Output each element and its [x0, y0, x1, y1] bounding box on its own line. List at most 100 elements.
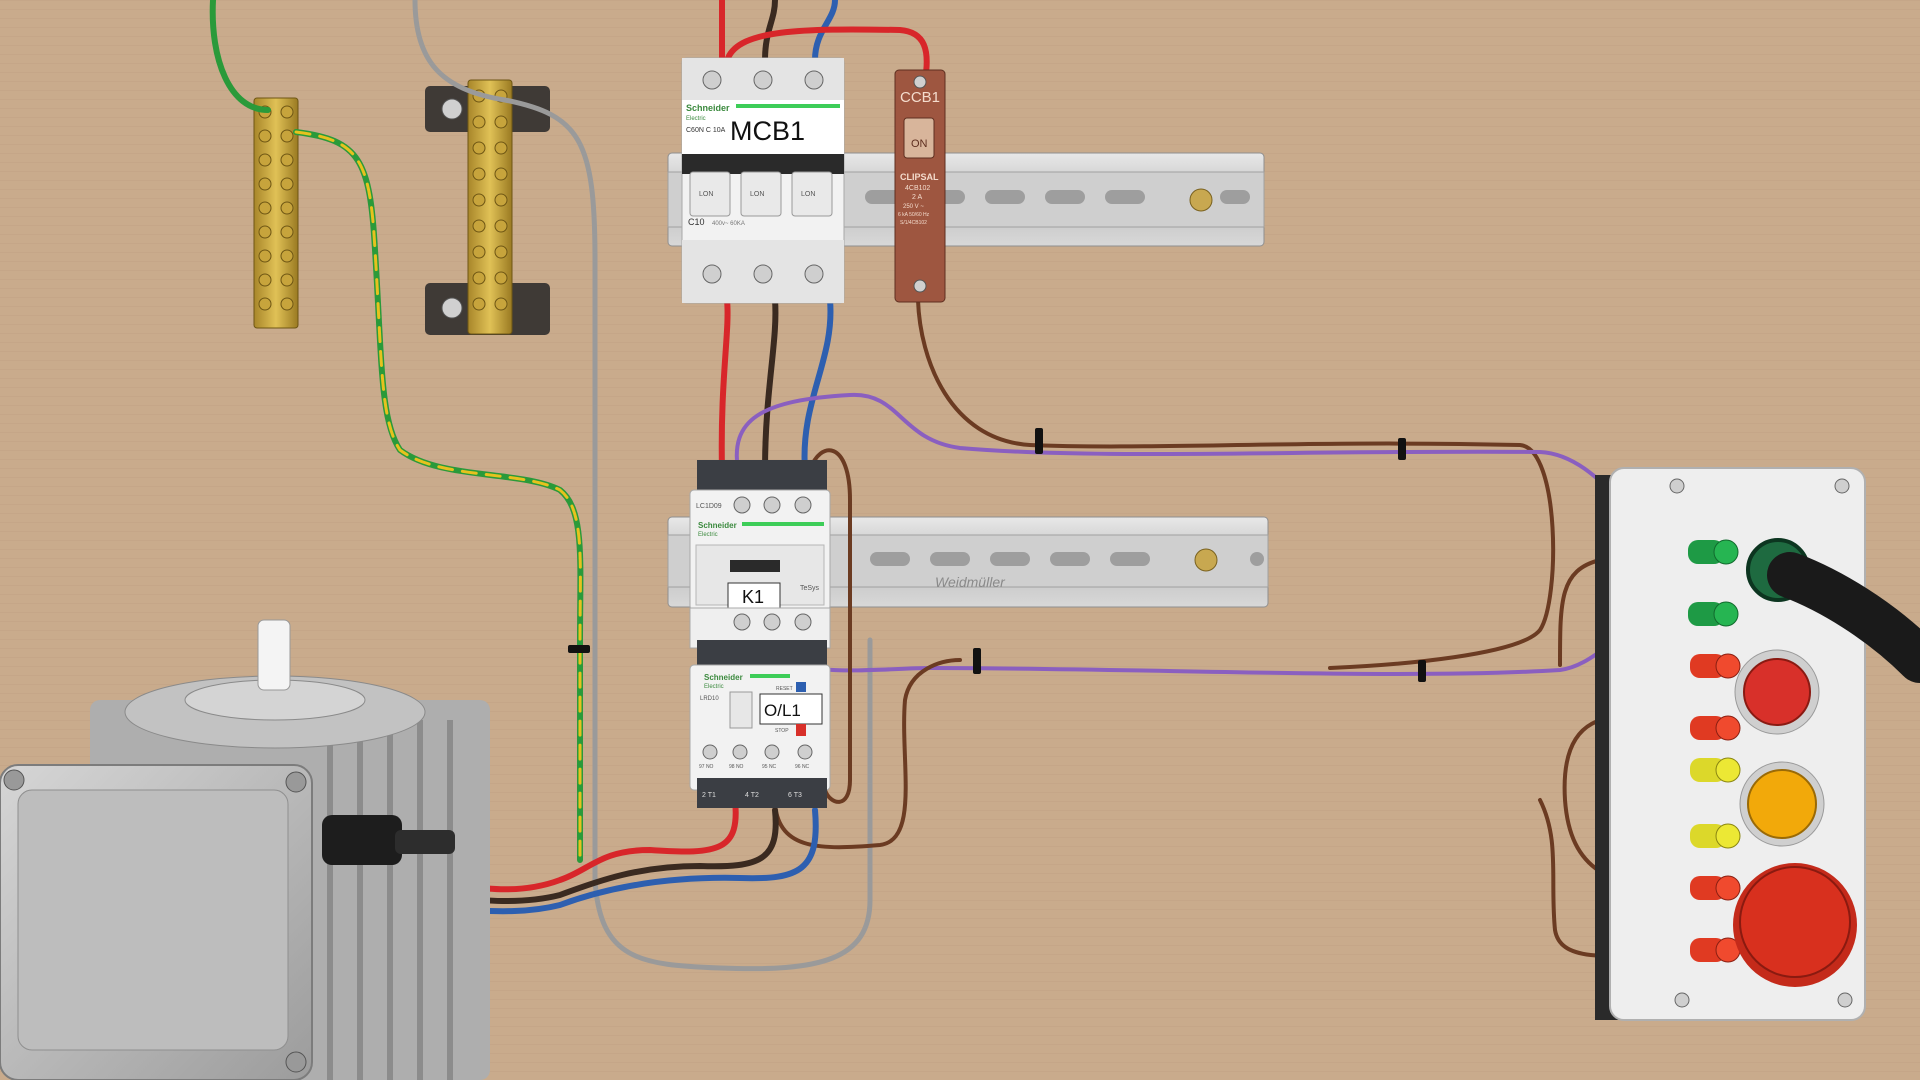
wire-black-mcb-k1 [762, 297, 779, 473]
cable-tie [1035, 428, 1043, 454]
terminal-screw-icon [702, 744, 718, 760]
ccb1-cat: S/1/4CB102 [900, 220, 927, 226]
pushbutton-station [1595, 467, 1920, 1021]
terminal-screw-icon [913, 75, 927, 89]
wire-brown-k1-loop [808, 448, 852, 804]
terminal-screw-icon [733, 496, 751, 514]
din-rail-brand: Weidmüller [935, 574, 1006, 590]
contactor-brand: Schneider [698, 521, 737, 530]
ccb1-label: CCB1 [900, 89, 940, 106]
wire-mcb-to-ccb-red [725, 26, 930, 83]
terminal-screw-icon [797, 744, 813, 760]
banana-terminal-yellow[interactable] [1690, 757, 1741, 783]
mcb1-brand: Schneider [686, 103, 730, 113]
overload-label: O/L1 [764, 701, 801, 720]
wire-motor-red [452, 797, 739, 893]
overload-output: 6 T3 [788, 792, 802, 799]
overload-model: LRD10 [700, 696, 719, 702]
mcb1-bottom-text: 400v~ 60KA [712, 221, 745, 227]
contactor-model: LC1D09 [696, 503, 722, 510]
overload-brand-sub: Electric [704, 684, 724, 690]
neutral-bar [425, 79, 550, 335]
cable-tie [568, 645, 590, 653]
wire-red-mcb-k1 [718, 297, 731, 473]
wire-purple-top [734, 392, 1692, 557]
ccb1-brand: CLIPSAL [900, 172, 939, 182]
overload-stop: STOP [775, 728, 789, 734]
terminal-screw-icon [763, 496, 781, 514]
motor-shaft [257, 619, 291, 691]
overload-aux-terminal: 95 NC [762, 764, 777, 770]
wire-supply-brown [762, 0, 778, 63]
banana-terminal-red[interactable] [1690, 653, 1741, 679]
ccb1-rating: 2 A [912, 194, 922, 201]
mcb1-pole-label: LON [801, 191, 815, 198]
screw-icon [285, 1051, 307, 1073]
terminal-screw-icon [702, 264, 722, 284]
pendant-cable [1767, 552, 1920, 683]
start-button-red[interactable] [1734, 649, 1820, 735]
wire-brown-ol-loop [773, 658, 962, 850]
mcb1-rating: C60N C 10A [686, 127, 726, 134]
screw-icon [1837, 992, 1853, 1008]
overload-reset: RESET [776, 686, 793, 692]
contactor-label: K1 [742, 587, 764, 607]
cable-tie [973, 648, 981, 674]
ccb1-toggle[interactable] [903, 117, 935, 159]
emergency-stop-button[interactable] [1733, 863, 1857, 987]
overload-stop-button[interactable] [796, 724, 806, 736]
cable-gland [322, 815, 402, 865]
contactor-series: TeSys [800, 585, 820, 592]
ccb1-model: 4CB102 [905, 185, 930, 192]
wiring [209, 0, 1692, 972]
overload-aux-terminal: 97 NO [699, 764, 714, 770]
banana-terminal-red[interactable] [1690, 715, 1741, 741]
terminal-screw-icon [794, 496, 812, 514]
ccb1-voltage: 250 V ~ [903, 204, 924, 210]
banana-terminal-green[interactable] [1688, 539, 1739, 565]
mcb1-curve: C10 [688, 217, 705, 227]
rail-screw-icon [1194, 548, 1218, 572]
terminal-screw-icon [702, 70, 722, 90]
screw-icon [285, 771, 307, 793]
banana-terminal-red[interactable] [1690, 937, 1741, 963]
ccb1-breaker[interactable]: CCB1 ON CLIPSAL 4CB102 2 A 250 V ~ 6 kA … [894, 69, 946, 303]
banana-terminal-red[interactable] [1690, 875, 1741, 901]
contactor-brand-sub: Electric [698, 532, 718, 538]
screw-icon [1669, 478, 1685, 494]
screw-icon [1834, 478, 1850, 494]
earth-bar [253, 97, 299, 329]
mcb1-brand-sub: Electric [686, 116, 706, 122]
overload-output: 2 T1 [702, 792, 716, 799]
terminal-screw-icon [733, 613, 751, 631]
reset-button-amber[interactable] [1739, 761, 1825, 847]
terminal-screw-icon [913, 279, 927, 293]
mcb1-pole-label: LON [699, 191, 713, 198]
mcb1-pole-label: LON [750, 191, 764, 198]
overload-relay-ol1[interactable]: Schneider Electric RESET LRD10 O/L1 STOP… [689, 664, 831, 808]
terminal-screw-icon [763, 613, 781, 631]
rail-screw-icon [1189, 188, 1213, 212]
terminal-screw-icon [732, 744, 748, 760]
ccb1-switch-text: ON [911, 138, 928, 150]
contactor-k1[interactable]: LC1D09 Schneider Electric K1 TeSys [689, 460, 831, 668]
cable-tie [1398, 438, 1406, 460]
terminal-screw-icon [753, 264, 773, 284]
terminal-screw-icon [794, 613, 812, 631]
wire-motor-blue [452, 807, 819, 915]
mcb1-toggle-row[interactable]: LON LON LON [689, 171, 833, 217]
banana-terminal-green[interactable] [1688, 601, 1739, 627]
wire-blue-mcb-k1 [801, 297, 834, 473]
terminal-screw-icon [804, 264, 824, 284]
screw-icon [1674, 992, 1690, 1008]
wire-supply-blue [812, 0, 838, 63]
banana-terminal-yellow[interactable] [1690, 823, 1741, 849]
mcb1-breaker[interactable]: Schneider Electric C60N C 10A MCB1 LON L… [681, 57, 845, 304]
screw-icon [3, 769, 25, 791]
wire-ccb-brown [916, 298, 1556, 670]
mcb1-label: MCB1 [730, 116, 805, 146]
terminal-screw-icon [804, 70, 824, 90]
overload-reset-button[interactable] [796, 682, 806, 692]
overload-aux-terminal: 96 NC [795, 764, 810, 770]
